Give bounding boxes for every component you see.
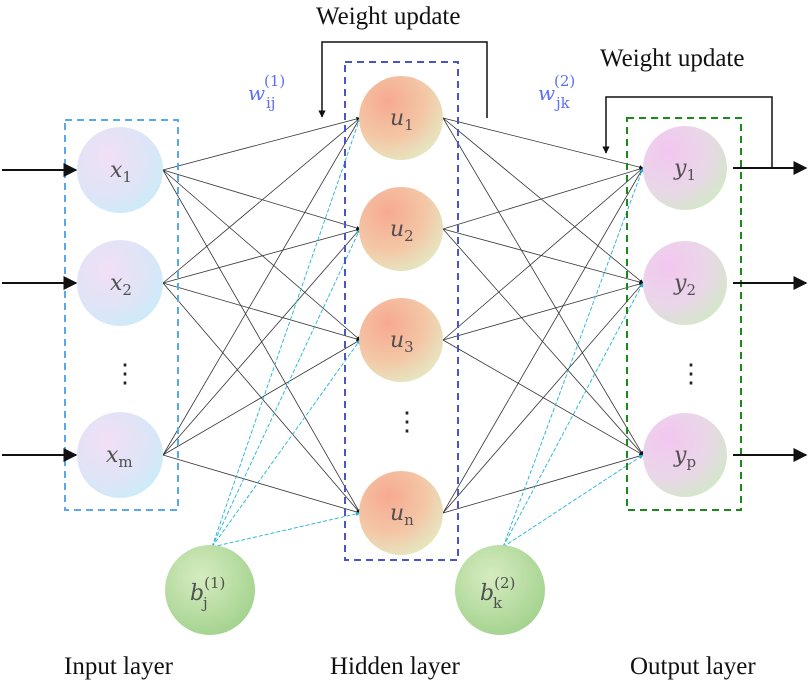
edge-bias2-output-0 xyxy=(502,167,644,548)
input-node-1-label: x1 xyxy=(110,158,132,186)
hidden-node-2 xyxy=(359,187,443,271)
edge-bias1-hidden-1 xyxy=(211,228,361,548)
hidden-node-n-label: un xyxy=(390,501,414,529)
output-node-1-label: y1 xyxy=(673,156,696,184)
bias-output-label: b(2)k xyxy=(480,574,515,612)
edge-input-2-hidden-1 xyxy=(162,228,361,456)
weight-update-title-hidden: Weight update xyxy=(316,3,460,30)
input-ellipsis: ⋮ xyxy=(112,359,138,389)
bias-hidden-label: b(1)j xyxy=(190,574,225,612)
input-node-2-label: x2 xyxy=(110,271,132,299)
output-layer-caption: Output layer xyxy=(630,653,756,680)
weight-update-loop-output xyxy=(602,96,773,168)
edge-hidden-2-output-1 xyxy=(442,282,644,341)
bias-node-output xyxy=(455,545,545,635)
input-node-1 xyxy=(77,127,163,213)
edge-input-2-hidden-2 xyxy=(162,339,361,456)
input-layer-caption: Input layer xyxy=(64,653,174,680)
edge-input-1-hidden-1 xyxy=(162,228,361,284)
edge-input-0-hidden-0 xyxy=(162,116,361,171)
edge-bias2-output-1 xyxy=(502,282,644,548)
hidden-layer-box xyxy=(344,61,459,561)
input-node-m xyxy=(77,412,163,498)
edge-input-2-hidden-3 xyxy=(162,454,361,514)
output-node-1 xyxy=(643,126,727,210)
edge-bias1-hidden-2 xyxy=(211,339,361,548)
hidden-ellipsis: ⋮ xyxy=(394,407,420,437)
edge-hidden-3-output-0 xyxy=(442,167,644,514)
edge-input-1-hidden-2 xyxy=(162,282,361,341)
hidden-layer-caption: Hidden layer xyxy=(330,653,460,680)
weight-update-loop-hidden xyxy=(318,41,488,118)
hidden-node-1 xyxy=(359,76,443,160)
edge-input-1-hidden-3 xyxy=(162,282,361,514)
edge-hidden-0-output-2 xyxy=(442,117,644,456)
hidden-node-1-label: u1 xyxy=(390,106,414,134)
bias-node-hidden xyxy=(165,545,255,635)
edge-hidden-2-output-0 xyxy=(442,167,644,341)
output-node-p-label: yp xyxy=(673,443,696,471)
edge-hidden-1-output-2 xyxy=(442,228,644,456)
hidden-node-3 xyxy=(359,298,443,382)
weight-label-hidden-output: w(2)jk xyxy=(538,72,575,112)
connection-lines xyxy=(162,116,644,514)
output-node-2-label: y2 xyxy=(673,271,696,299)
edge-hidden-0-output-0 xyxy=(442,117,644,170)
input-node-2 xyxy=(77,240,163,326)
edge-bias2-output-2 xyxy=(502,454,644,548)
hidden-node-3-label: u3 xyxy=(390,328,414,356)
edge-hidden-3-output-2 xyxy=(442,454,644,514)
hidden-node-n xyxy=(359,471,443,555)
edge-bias1-hidden-3 xyxy=(211,511,361,548)
edge-input-1-hidden-0 xyxy=(162,117,361,284)
output-node-2 xyxy=(643,241,727,325)
input-layer-box xyxy=(64,119,179,511)
hidden-node-2-label: u2 xyxy=(390,217,414,245)
bias-lines xyxy=(211,117,644,548)
weight-label-input-hidden: w(1)ij xyxy=(248,72,285,112)
input-node-m-label: xm xyxy=(106,443,133,471)
edge-hidden-1-output-1 xyxy=(442,228,644,284)
edge-hidden-3-output-1 xyxy=(442,282,644,514)
edge-input-0-hidden-1 xyxy=(162,169,361,230)
edge-input-2-hidden-0 xyxy=(162,117,361,456)
edge-bias1-hidden-0 xyxy=(211,117,361,548)
output-ellipsis: ⋮ xyxy=(678,359,704,389)
weight-update-title-output: Weight update xyxy=(600,45,744,72)
edge-hidden-0-output-1 xyxy=(442,117,644,284)
output-layer-box xyxy=(626,117,742,511)
output-node-p xyxy=(643,413,727,497)
edge-input-0-hidden-2 xyxy=(162,169,361,341)
edge-hidden-1-output-0 xyxy=(442,167,644,230)
